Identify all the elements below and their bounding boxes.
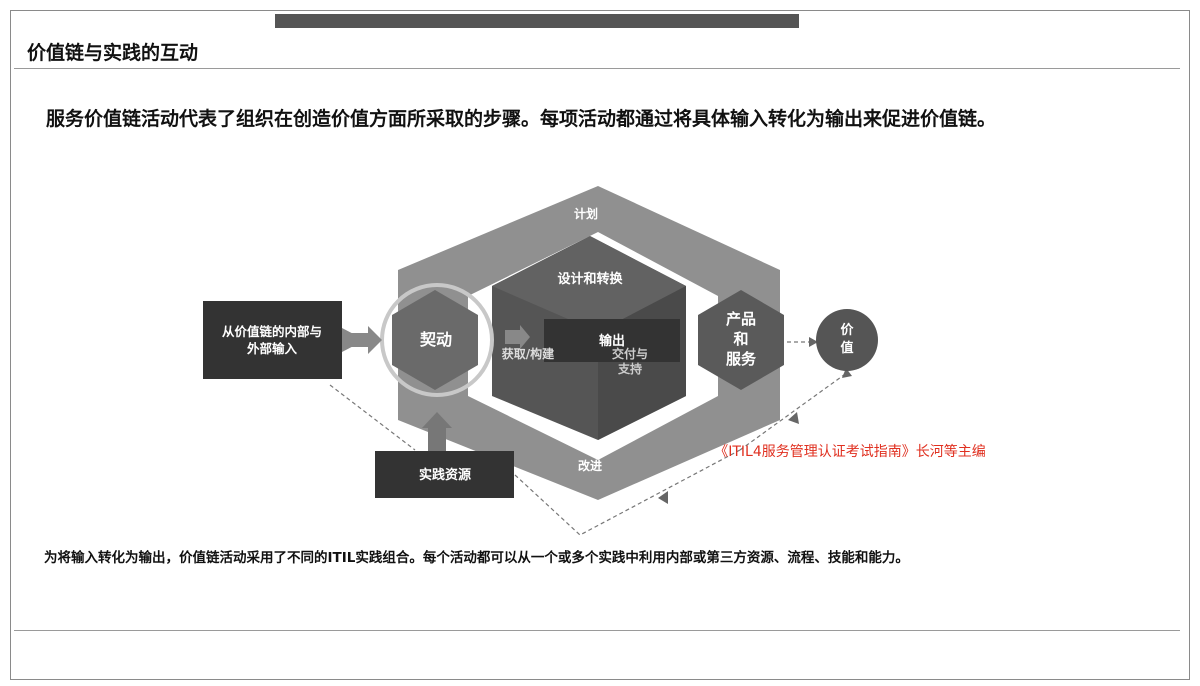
label-improve: 改进 — [578, 458, 602, 473]
arrow-engage-obtain — [505, 325, 530, 349]
label-practice-resources: 实践资源 — [419, 467, 471, 483]
value-circle — [816, 309, 878, 371]
bottom-divider — [14, 630, 1180, 631]
arrow-resources-head — [422, 412, 452, 428]
label-output: 输出 — [599, 333, 625, 349]
arrow-resources-shaft — [428, 425, 446, 451]
label-products-2: 和 — [733, 330, 748, 348]
label-input-1: 从价值链的内部与 — [222, 324, 322, 339]
label-value-2: 值 — [840, 340, 853, 356]
arrow-head-bottom-left — [658, 491, 668, 504]
dashed-connector-bottom — [514, 449, 741, 536]
label-deliver-support-2: 支持 — [617, 361, 642, 376]
input-box — [203, 301, 342, 379]
citation-text: 《ITIL4服务管理认证考试指南》长河等主编 — [714, 443, 986, 460]
arrow-input-head — [368, 326, 382, 354]
label-deliver-support-1: 交付与 — [612, 346, 648, 361]
dashed-connector-left — [329, 384, 416, 451]
engage-hexagon — [392, 290, 478, 390]
output-box — [544, 319, 680, 362]
label-engage: 契动 — [419, 330, 452, 349]
top-scroll-bar — [275, 14, 799, 28]
dashed-connector-right — [739, 371, 849, 451]
arrow-head-up-right — [842, 368, 852, 378]
center-cube-top — [492, 236, 686, 332]
title-divider — [14, 68, 1180, 69]
label-obtain-build: 获取/构建 — [501, 346, 555, 361]
slide-frame — [10, 10, 1190, 680]
arrow-head-bottom-right — [788, 412, 799, 424]
label-products-1: 产品 — [726, 310, 756, 328]
label-design-transition: 设计和转换 — [557, 271, 623, 287]
label-products-3: 服务 — [726, 350, 757, 368]
products-hexagon — [698, 290, 784, 390]
arrow-input-shaft — [347, 333, 369, 347]
footer-text: 为将输入转化为输出，价值链活动采用了不同的ITIL实践组合。每个活动都可以从一个… — [44, 550, 909, 566]
arrow-head-value — [809, 337, 818, 347]
practice-resources-box — [375, 451, 514, 498]
label-plan: 计划 — [574, 206, 598, 221]
headline-text: 服务价值链活动代表了组织在创造价值方面所采取的步骤。每项活动都通过将具体输入转化… — [46, 108, 997, 130]
label-value-1: 价 — [840, 323, 854, 338]
label-input-2: 外部输入 — [246, 341, 298, 356]
page-title: 价值链与实践的互动 — [27, 42, 199, 64]
